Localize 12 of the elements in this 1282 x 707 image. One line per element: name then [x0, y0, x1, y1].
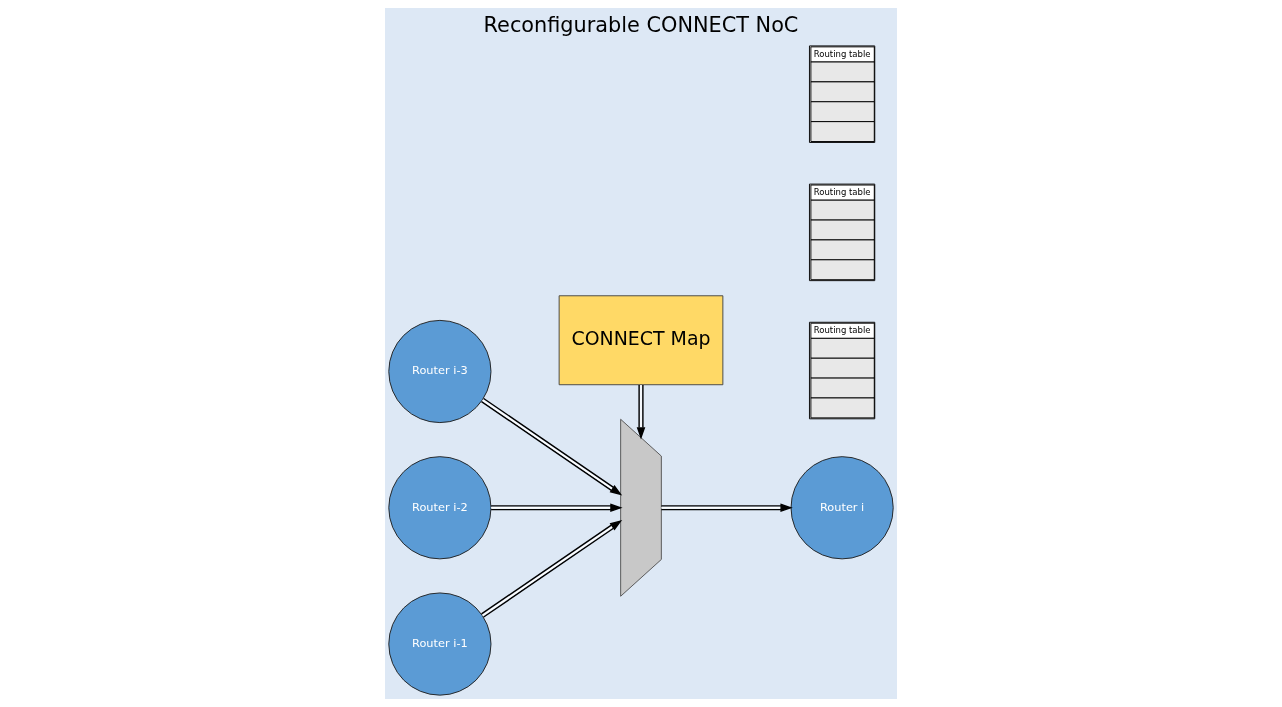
- arrow: [480, 397, 623, 496]
- node-circle: Router i-2: [388, 456, 492, 560]
- node-circle: Router i-1: [388, 592, 492, 696]
- node-circle: Router i: [790, 456, 894, 560]
- node-trapezoid: [620, 418, 662, 597]
- node-circle: Router i-3: [388, 319, 492, 424]
- arrow: [660, 503, 793, 513]
- arrow: [480, 519, 623, 618]
- node-box: CONNECT Map: [558, 295, 724, 386]
- diagram-title: Reconfigurable CONNECT NoC: [483, 13, 799, 38]
- arrow: [490, 503, 623, 513]
- arrow: [636, 384, 646, 440]
